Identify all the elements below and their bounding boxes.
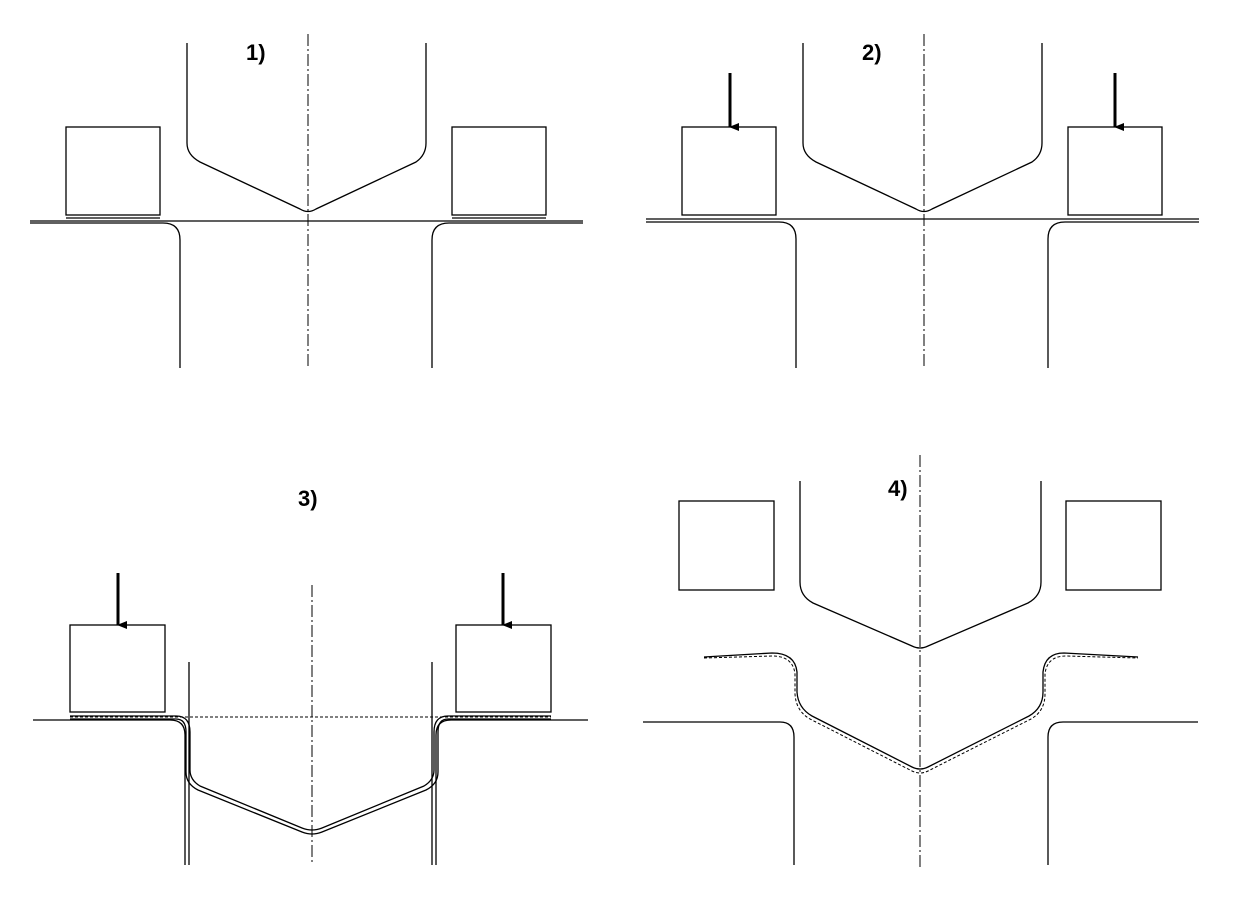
die-right	[431, 222, 583, 368]
panel-label: 3)	[298, 486, 318, 511]
blank-holder-right	[451, 126, 547, 216]
springback-sheet-dashed	[703, 655, 1139, 774]
panel-1: 1)	[30, 34, 583, 368]
panel-label: 4)	[888, 476, 908, 501]
punch	[799, 481, 1042, 649]
panel-label: 2)	[862, 40, 882, 65]
panel-label: 1)	[246, 40, 266, 65]
die-left	[643, 721, 795, 865]
punch	[186, 43, 427, 213]
blank-holder-right	[1065, 500, 1162, 591]
blank-holder-left	[65, 126, 161, 216]
blank-holder-right	[1067, 126, 1163, 216]
die-right	[435, 719, 588, 865]
die-left	[646, 221, 797, 368]
bent-sheet-outer	[70, 718, 551, 835]
die-right	[1047, 221, 1199, 368]
blank-holder-left	[681, 126, 777, 216]
die-left	[30, 222, 181, 368]
die-right	[1047, 721, 1198, 865]
blank-holder-left	[678, 500, 775, 591]
punch	[802, 43, 1043, 213]
panel-4: 4)	[643, 455, 1198, 870]
blank-holder-left	[69, 624, 166, 713]
panel-2: 2)	[646, 34, 1199, 368]
blank-holder-right	[455, 624, 552, 713]
springback-sheet	[703, 652, 1139, 770]
bent-sheet-inner	[70, 715, 551, 831]
die-left	[33, 719, 186, 865]
panel-3: 3)	[33, 486, 588, 865]
